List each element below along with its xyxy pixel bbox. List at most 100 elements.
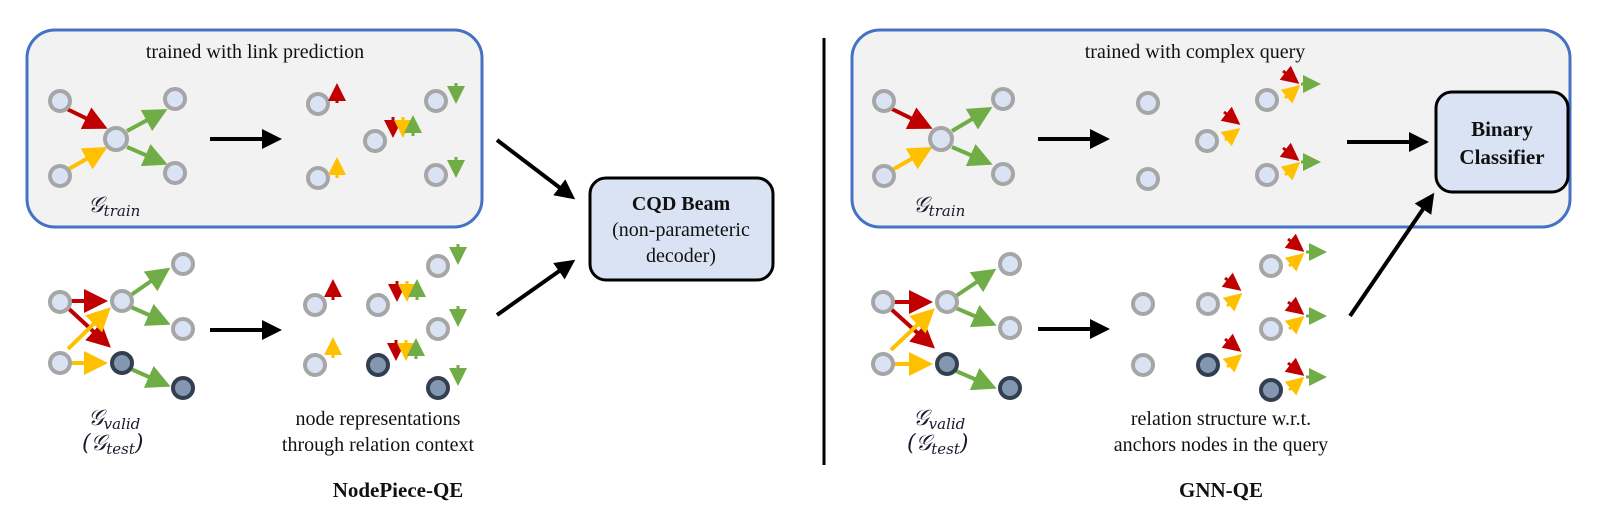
- new-node: [1196, 353, 1220, 377]
- edge-green: [130, 303, 171, 326]
- graph-node: [871, 352, 895, 376]
- graph-node: [1255, 163, 1279, 187]
- graph-node: [171, 252, 195, 276]
- edge-yellow: [66, 307, 111, 351]
- new-node: [171, 376, 195, 400]
- relation-arrow-yellow: [1280, 85, 1301, 104]
- caption-node-representations-1: node representations: [296, 408, 461, 430]
- relation-arrow-yellow: [1222, 354, 1243, 373]
- method-name-gnn-qe: GNN-QE: [1179, 478, 1263, 502]
- edge-green: [954, 268, 997, 298]
- graph-node: [1131, 292, 1155, 316]
- relation-arrow-red: [1279, 65, 1300, 84]
- graph-node: [1255, 88, 1279, 112]
- new-node: [1259, 378, 1283, 402]
- new-node: [110, 351, 134, 375]
- caption-node-representations-2: through relation context: [282, 434, 475, 456]
- graph-node: [303, 293, 327, 317]
- graph-node: [163, 87, 187, 111]
- graph-node: [1259, 317, 1283, 341]
- method-name-nodepiece-qe: NodePiece-QE: [333, 478, 464, 502]
- panel-label-complex-query: trained with complex query: [1085, 41, 1306, 63]
- cqd-beam-decoder: CQD Beam (non-parameteric decoder): [588, 176, 775, 282]
- edge-yellow: [889, 308, 935, 352]
- graph-node: [48, 89, 72, 113]
- graph-node: [48, 290, 72, 314]
- complex-query-panel: [850, 28, 1572, 229]
- caption-relation-structure-1: relation structure w.r.t.: [1131, 408, 1311, 430]
- decoder-subtitle-1: (non-parameteric: [612, 219, 750, 241]
- relation-arrow-red: [1221, 333, 1242, 352]
- classifier-label-2: Classifier: [1459, 145, 1544, 169]
- train-graph: [872, 87, 1015, 188]
- edge-green: [130, 365, 171, 388]
- graph-node: [871, 290, 895, 314]
- relation-arrow-yellow: [1220, 128, 1241, 147]
- graph-node: [171, 317, 195, 341]
- valid-graph: [871, 252, 1022, 400]
- node-representations-train: [306, 83, 465, 190]
- graph-node: [935, 290, 959, 314]
- relation-arrow-red: [1284, 233, 1305, 252]
- test-graph-label: (𝒢test): [82, 431, 143, 458]
- relation-arrow-red: [1221, 272, 1242, 291]
- link-prediction-panel: [25, 28, 484, 229]
- graph-node: [103, 126, 129, 152]
- caption-relation-structure-2: anchors nodes in the query: [1114, 434, 1328, 456]
- valid-graph-label: 𝒢valid: [913, 406, 965, 433]
- relation-arrow-red: [1284, 357, 1305, 376]
- graph-node: [366, 293, 390, 317]
- relation-arrow-yellow: [1284, 253, 1305, 272]
- graph-node: [163, 161, 187, 185]
- test-graph-label: (𝒢test): [907, 431, 968, 458]
- graph-node: [998, 252, 1022, 276]
- panel-label-link-prediction: trained with link prediction: [146, 41, 364, 63]
- graph-node: [1259, 254, 1283, 278]
- graph-node: [424, 89, 448, 113]
- arrow-to-classifier: [1348, 192, 1435, 318]
- graph-node: [1196, 292, 1220, 316]
- graph-node: [998, 316, 1022, 340]
- graph-node: [424, 163, 448, 187]
- relation-arrow-red: [1284, 296, 1305, 315]
- arrow-to-decoder: [495, 259, 576, 317]
- edge-yellow: [891, 147, 933, 172]
- graph-node: [872, 89, 896, 113]
- new-node: [366, 353, 390, 377]
- train-graph-label: 𝒢train: [88, 193, 140, 220]
- valid-graph-label: 𝒢valid: [88, 406, 140, 433]
- graph-node: [363, 129, 387, 153]
- edge-green: [950, 106, 993, 133]
- relation-arrow-red: [1279, 142, 1300, 161]
- train-graph: [48, 87, 187, 188]
- graph-node: [1136, 91, 1160, 115]
- graph-node: [1195, 129, 1219, 153]
- edge-green: [951, 144, 993, 167]
- edge-green: [126, 109, 168, 133]
- graph-node: [303, 353, 327, 377]
- classifier-label-1: Binary: [1471, 117, 1533, 141]
- graph-node: [1131, 353, 1155, 377]
- valid-graph: [48, 252, 195, 400]
- edge-red: [66, 107, 108, 130]
- node-representations-valid: [303, 244, 467, 400]
- arrow-to-decoder: [495, 138, 576, 200]
- graph-node: [48, 164, 72, 188]
- new-node: [935, 352, 959, 376]
- graph-node: [991, 87, 1015, 111]
- graph-node: [426, 254, 450, 278]
- graph-node: [1136, 167, 1160, 191]
- relation-arrow-yellow: [1284, 377, 1305, 396]
- decoder-subtitle-2: decoder): [646, 245, 716, 267]
- graph-node: [48, 351, 72, 375]
- graph-node: [306, 92, 330, 116]
- gnn-qe-section: trained with complex query 𝒢train: [850, 28, 1572, 502]
- train-graph-label: 𝒢train: [913, 193, 965, 220]
- graph-node: [872, 164, 896, 188]
- classifier-box: [1434, 90, 1570, 194]
- binary-classifier: Binary Classifier: [1434, 90, 1570, 194]
- graph-node: [991, 162, 1015, 186]
- decoder-title: CQD Beam: [632, 193, 731, 215]
- new-node: [426, 376, 450, 400]
